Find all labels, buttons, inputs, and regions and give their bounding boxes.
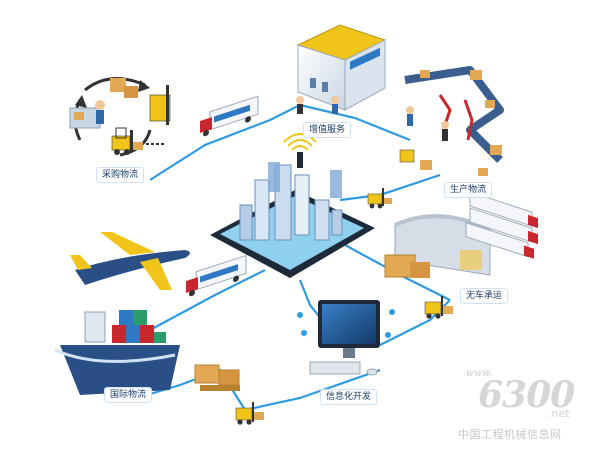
- forklift-icon: [367, 188, 392, 209]
- route-lines: [129, 103, 451, 412]
- box-stack-icon: [194, 364, 240, 391]
- wifi-signal-icon: [283, 133, 317, 151]
- box-stack-icon: [110, 78, 126, 92]
- label-no-truck: 无车承运: [460, 288, 509, 304]
- forklift-icon: [111, 127, 164, 155]
- truck-icon: [200, 95, 259, 137]
- smart-city-hub: [210, 133, 375, 278]
- route-hub-to-international: [149, 269, 266, 331]
- computer-icon: [297, 300, 395, 376]
- conveyor-icon: [399, 66, 504, 176]
- label-production: 生产物流: [444, 182, 493, 198]
- label-international: 国际物流: [104, 387, 153, 403]
- truck-icon: [186, 254, 247, 297]
- route-hub-to-production: [339, 173, 441, 202]
- watermark-number: 6300: [478, 374, 575, 416]
- watermark-net: .net: [548, 407, 570, 420]
- forklift-icon: [424, 296, 453, 319]
- route-procurement-to-hub: [149, 104, 301, 181]
- procurement-cycle: [69, 77, 171, 157]
- watermark-www: www.: [466, 368, 494, 379]
- cargo-ship-icon: [54, 310, 180, 395]
- watermark-site-name: 中国工程机械信息网: [458, 428, 562, 441]
- label-procurement: 采购物流: [96, 167, 145, 183]
- truck-icon: [465, 191, 538, 259]
- forklift-icon: [235, 402, 264, 425]
- label-value-added: 增值服务: [303, 122, 352, 138]
- label-informatization: 信息化开发: [320, 389, 378, 405]
- value-added-building: [296, 24, 387, 114]
- route-value-added-to-production: [299, 103, 411, 142]
- airplane-icon: [70, 232, 190, 290]
